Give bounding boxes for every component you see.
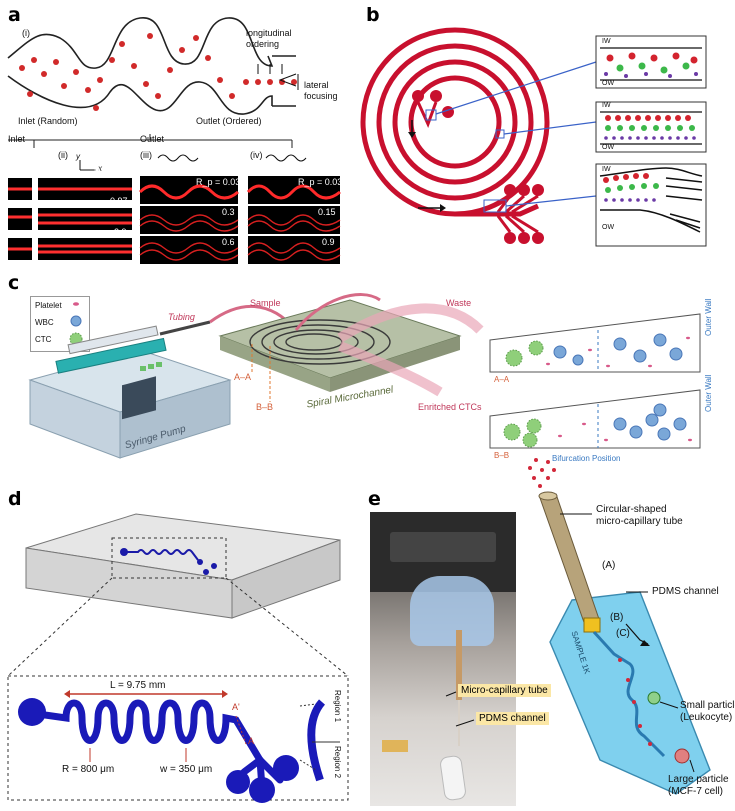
iv-value-2: 0.15 xyxy=(318,207,336,217)
panel-a-label: a xyxy=(8,4,21,26)
panel-e-photo xyxy=(370,512,516,806)
d-a-prime: A' xyxy=(232,702,240,712)
panel-a-roman-iii: (iii) xyxy=(140,150,152,160)
e-pdms-channel-label: PDMS channel xyxy=(652,586,719,597)
c-waste-label: Waste xyxy=(446,298,472,308)
iii-value-1: R_p = 0.03 xyxy=(196,177,241,187)
b-box2-iw: IW xyxy=(602,102,611,109)
b-box2-ow: OW xyxy=(602,144,615,151)
panel-a-outlet-label: Outlet xyxy=(140,134,165,144)
iv-value-1: R_p = 0.03 xyxy=(298,177,343,187)
b-box3-ow: OW xyxy=(602,224,615,231)
ii-tile-3 xyxy=(38,238,132,260)
e-small-particle-label: Small particle(Leukocyte) xyxy=(680,700,735,723)
panel-d-label: d xyxy=(8,488,22,510)
d-radius-label: R = 800 μm xyxy=(62,764,115,775)
legend-wbc: WBC xyxy=(35,318,54,327)
e-large-particle-label: Large particle(MCF-7 cell) xyxy=(668,774,729,797)
c-aa-section-label: A–A xyxy=(494,375,510,384)
panel-a-axis-x: x xyxy=(98,164,102,173)
ii-value-3: 2.9 xyxy=(114,227,127,237)
panel-a-outlet-ordered: Outlet (Ordered) xyxy=(196,116,262,126)
c-enriched-label: Enritched CTCs xyxy=(418,402,482,412)
panel-a-inlet-label: Inlet xyxy=(8,134,26,144)
c-sample-label: Sample xyxy=(250,298,281,308)
panel-a-roman-i: (i) xyxy=(22,28,30,38)
panel-e-label: e xyxy=(368,488,381,510)
iv-value-3: 0.9 xyxy=(322,237,335,247)
c-bb-label: B–B xyxy=(256,402,274,412)
ii-value-1: R_p = 0.5 xyxy=(94,166,134,176)
panel-a-inlet-random: Inlet (Random) xyxy=(18,116,78,126)
e-tag-c: (C) xyxy=(616,628,630,639)
e-tag-b: (B) xyxy=(610,612,624,623)
d-a-marker: A xyxy=(248,736,255,746)
d-length-label: L = 9.75 mm xyxy=(110,680,166,691)
iv-tile-2 xyxy=(248,206,340,234)
iii-value-2: 0.3 xyxy=(222,207,235,217)
b-box1-iw: IW xyxy=(602,38,611,45)
c-bb-section-label: B–B xyxy=(494,451,510,460)
c-tubing-label: Tubing xyxy=(168,312,195,322)
panel-a-axis-y: y xyxy=(76,152,80,161)
c-aa-label: A–A xyxy=(234,372,252,382)
b-box3-iw: IW xyxy=(602,166,611,173)
panel-b-label: b xyxy=(366,4,380,26)
e-photo-tube-label: Micro-capillary tube xyxy=(458,684,551,697)
d-width-label: w = 350 μm xyxy=(160,764,213,775)
panel-a-roman-ii: (ii) xyxy=(58,150,68,160)
panel-c-label: c xyxy=(8,272,20,294)
e-photo-pdms-label: PDMS channel xyxy=(476,712,549,725)
b-box1-ow: OW xyxy=(602,80,615,87)
c-bifurcation-label: Bifurcation Position xyxy=(552,454,621,463)
e-tag-a: (A) xyxy=(602,560,616,571)
iii-value-3: 0.6 xyxy=(222,237,235,247)
inlet-tile-2 xyxy=(8,208,32,230)
panel-a-roman-iv: (iv) xyxy=(250,150,263,160)
legend-platelet: Platelet xyxy=(35,301,62,310)
legend-ctc: CTC xyxy=(35,335,52,344)
ii-value-2: 0.97 xyxy=(110,196,128,206)
